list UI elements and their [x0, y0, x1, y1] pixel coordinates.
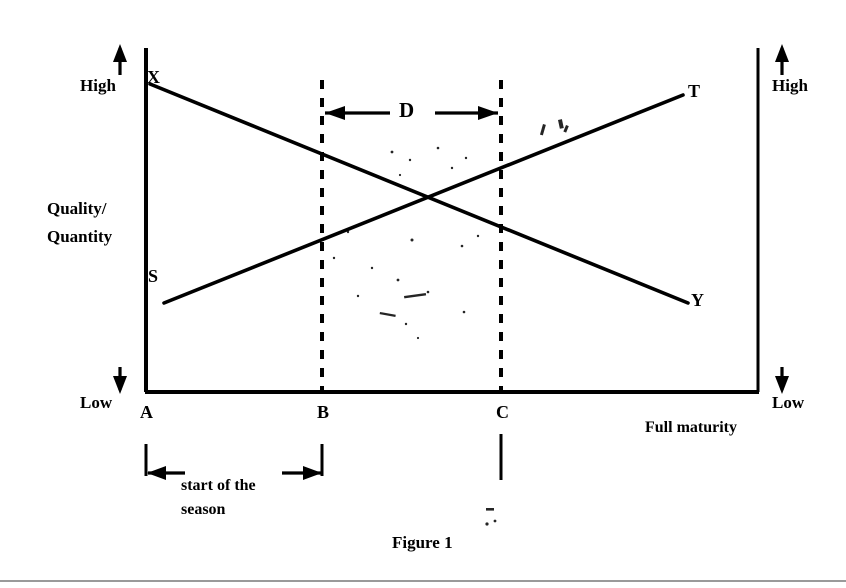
curve-label-y: Y	[691, 290, 704, 310]
low-down-arrow-right	[775, 367, 789, 394]
x-tick-label-c: C	[496, 402, 509, 422]
curve-label-x: X	[147, 67, 160, 87]
y-axis-left-high-label: High	[80, 76, 116, 95]
y-axis-right-low-label: Low	[772, 393, 805, 412]
x-tick-label-b: B	[317, 402, 330, 422]
season-span-arrow-left	[147, 466, 185, 480]
d-span-arrow-left	[325, 106, 390, 120]
figure-caption: Figure 1	[392, 533, 453, 552]
x-axis-full-maturity-label: Full maturity	[645, 419, 737, 436]
d-span-arrow-right	[435, 106, 498, 120]
low-down-arrow-left	[113, 367, 127, 394]
annotation-label-d: D	[399, 98, 415, 122]
curve-label-t: T	[688, 81, 701, 101]
annotation-season-line1: start of the	[181, 477, 256, 494]
curve-x-y	[148, 82, 690, 305]
x-tick-label-a: A	[140, 402, 153, 422]
high-up-arrow-left	[113, 44, 127, 75]
y-axis-title-line1: Quality/	[47, 199, 107, 218]
scan-speckle	[332, 119, 569, 526]
y-axis-right-high-label: High	[772, 76, 808, 95]
y-axis-title-line2: Quantity	[47, 227, 113, 246]
curve-s-t	[162, 93, 685, 305]
annotation-season-line2: season	[181, 501, 226, 518]
curve-label-s: S	[148, 266, 159, 286]
y-axis-left-low-label: Low	[80, 393, 113, 412]
high-up-arrow-right	[775, 44, 789, 75]
bottom-divider	[0, 580, 846, 582]
season-span-arrow-right	[282, 466, 322, 480]
